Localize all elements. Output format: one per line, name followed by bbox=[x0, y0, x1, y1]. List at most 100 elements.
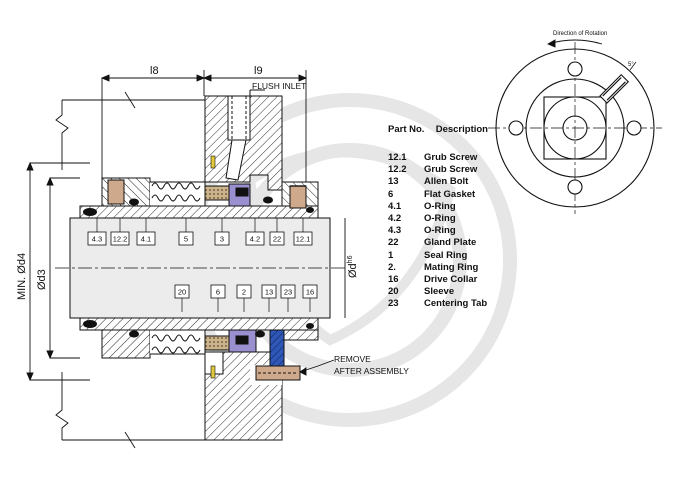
part-description: Grub Screw bbox=[424, 164, 478, 176]
callout-text: 4.3 bbox=[92, 235, 102, 244]
callout-text: 4.2 bbox=[250, 235, 260, 244]
part-description: Seal Ring bbox=[424, 249, 468, 261]
parts-row: 16 Drive Collar bbox=[388, 274, 528, 286]
part-number: 16 bbox=[388, 273, 399, 285]
callouts-bottom: 20 6 2 13 23 16 bbox=[174, 284, 318, 312]
part-number: 12.2 bbox=[388, 164, 407, 176]
part-description: Centering Tab bbox=[424, 298, 488, 310]
dimension-left bbox=[26, 91, 205, 449]
callout-box bbox=[178, 231, 194, 246]
callout-callouts_bottom: 6 bbox=[210, 284, 226, 312]
part-number: 4.3 bbox=[388, 225, 402, 237]
part-number: 22 bbox=[388, 237, 399, 249]
drive-collar bbox=[281, 181, 319, 341]
part-description: O-Ring bbox=[424, 225, 456, 237]
remove-label-line2: AFTER ASSEMBLY bbox=[334, 366, 409, 376]
callout-text: 13 bbox=[265, 288, 273, 297]
callout-text: 2 bbox=[242, 288, 246, 297]
part-description: Grub Screw bbox=[424, 152, 478, 163]
parts-row: 12.1 Grub Screw bbox=[388, 152, 528, 164]
part-description: Sleeve bbox=[424, 286, 455, 298]
dim-label-d3: Ød3 bbox=[36, 269, 48, 290]
part-description: O-Ring bbox=[424, 200, 456, 212]
part-description: Gland Plate bbox=[424, 237, 477, 249]
parts-row: 1 Seal Ring bbox=[388, 250, 528, 262]
part-number: 12.1 bbox=[388, 152, 407, 163]
dim-label-min-d4: MIN. Ød4 bbox=[16, 253, 28, 300]
dim-label-d-h6: Ødh6 bbox=[347, 255, 359, 278]
part-number: 1 bbox=[388, 249, 394, 261]
part-description: Allen Bolt bbox=[424, 176, 469, 188]
part-description: Drive Collar bbox=[424, 273, 478, 285]
flush-inlet-label: FLUSH INLET bbox=[252, 81, 306, 91]
callout-callouts_top: 12.1 bbox=[293, 218, 313, 246]
callout-box bbox=[269, 231, 285, 246]
parts-row: 23 Centering Tab bbox=[388, 298, 528, 310]
callout-box bbox=[302, 284, 318, 299]
rotation-arrow bbox=[546, 39, 603, 48]
callout-callouts_bottom: 16 bbox=[302, 284, 318, 312]
o-rings bbox=[83, 196, 314, 338]
callout-box bbox=[136, 231, 156, 246]
remove-leader bbox=[299, 359, 335, 376]
parts-header-no: Part No. bbox=[388, 124, 425, 135]
callout-callouts_bottom: 20 bbox=[174, 284, 190, 312]
parts-row: 4.1 O-Ring bbox=[388, 201, 528, 213]
sleeve bbox=[79, 205, 319, 331]
callout-callouts_bottom: 13 bbox=[261, 284, 277, 312]
part-number: 4.1 bbox=[388, 200, 402, 212]
end-view bbox=[488, 42, 662, 214]
callout-box bbox=[87, 231, 107, 246]
centering-tab bbox=[255, 329, 301, 381]
angle-label: 5° bbox=[628, 62, 634, 68]
parts-row: 4.3 O-Ring bbox=[388, 225, 528, 237]
callout-text: 16 bbox=[306, 288, 314, 297]
callout-callouts_bottom: 23 bbox=[280, 284, 296, 312]
callout-text: 12.2 bbox=[113, 235, 128, 244]
callout-text: 23 bbox=[284, 288, 292, 297]
part-number: 4.2 bbox=[388, 212, 402, 224]
part-description: O-Ring bbox=[424, 212, 456, 224]
callout-text: 6 bbox=[216, 288, 220, 297]
callouts-top: 4.3 12.2 4.1 5 3 4.2 22 12.1 bbox=[87, 218, 313, 246]
callout-text: 4.1 bbox=[141, 235, 151, 244]
callout-callouts_top: 4.3 bbox=[87, 218, 107, 246]
callout-box bbox=[174, 284, 190, 299]
callout-text: 12.1 bbox=[296, 235, 311, 244]
callout-text: 22 bbox=[273, 235, 281, 244]
callout-text: 20 bbox=[178, 288, 186, 297]
parts-row: 4.2 O-Ring bbox=[388, 213, 528, 225]
part-number: 23 bbox=[388, 298, 399, 310]
remove-label-line1: REMOVE bbox=[334, 354, 371, 364]
callout-callouts_bottom: 2 bbox=[236, 284, 252, 312]
callout-box bbox=[210, 284, 226, 299]
callout-callouts_top: 22 bbox=[269, 218, 285, 246]
callout-text: 5 bbox=[184, 235, 188, 244]
callout-box bbox=[214, 231, 230, 246]
dimension-l8-l9 bbox=[100, 70, 308, 190]
callout-text: 3 bbox=[220, 235, 224, 244]
callout-callouts_top: 3 bbox=[214, 218, 230, 246]
callout-box bbox=[293, 231, 313, 246]
flush-inlet-port bbox=[225, 89, 265, 181]
dim-label-l9: l9 bbox=[254, 65, 263, 77]
parts-row: 13 Allen Bolt bbox=[388, 176, 528, 188]
dim-label-l8: l8 bbox=[150, 65, 159, 77]
callout-callouts_top: 12.2 bbox=[110, 218, 130, 246]
callout-box bbox=[245, 231, 265, 246]
part-number: 6 bbox=[388, 188, 394, 200]
part-number: 2. bbox=[388, 261, 396, 273]
gasket-markers bbox=[210, 155, 216, 379]
callout-box bbox=[280, 284, 296, 299]
callout-callouts_top: 4.2 bbox=[245, 218, 265, 246]
parts-row: 22 Gland Plate bbox=[388, 237, 528, 249]
part-number: 13 bbox=[388, 176, 399, 188]
rotary-unit-bottom bbox=[101, 329, 257, 359]
rotary-unit-top bbox=[101, 177, 251, 207]
